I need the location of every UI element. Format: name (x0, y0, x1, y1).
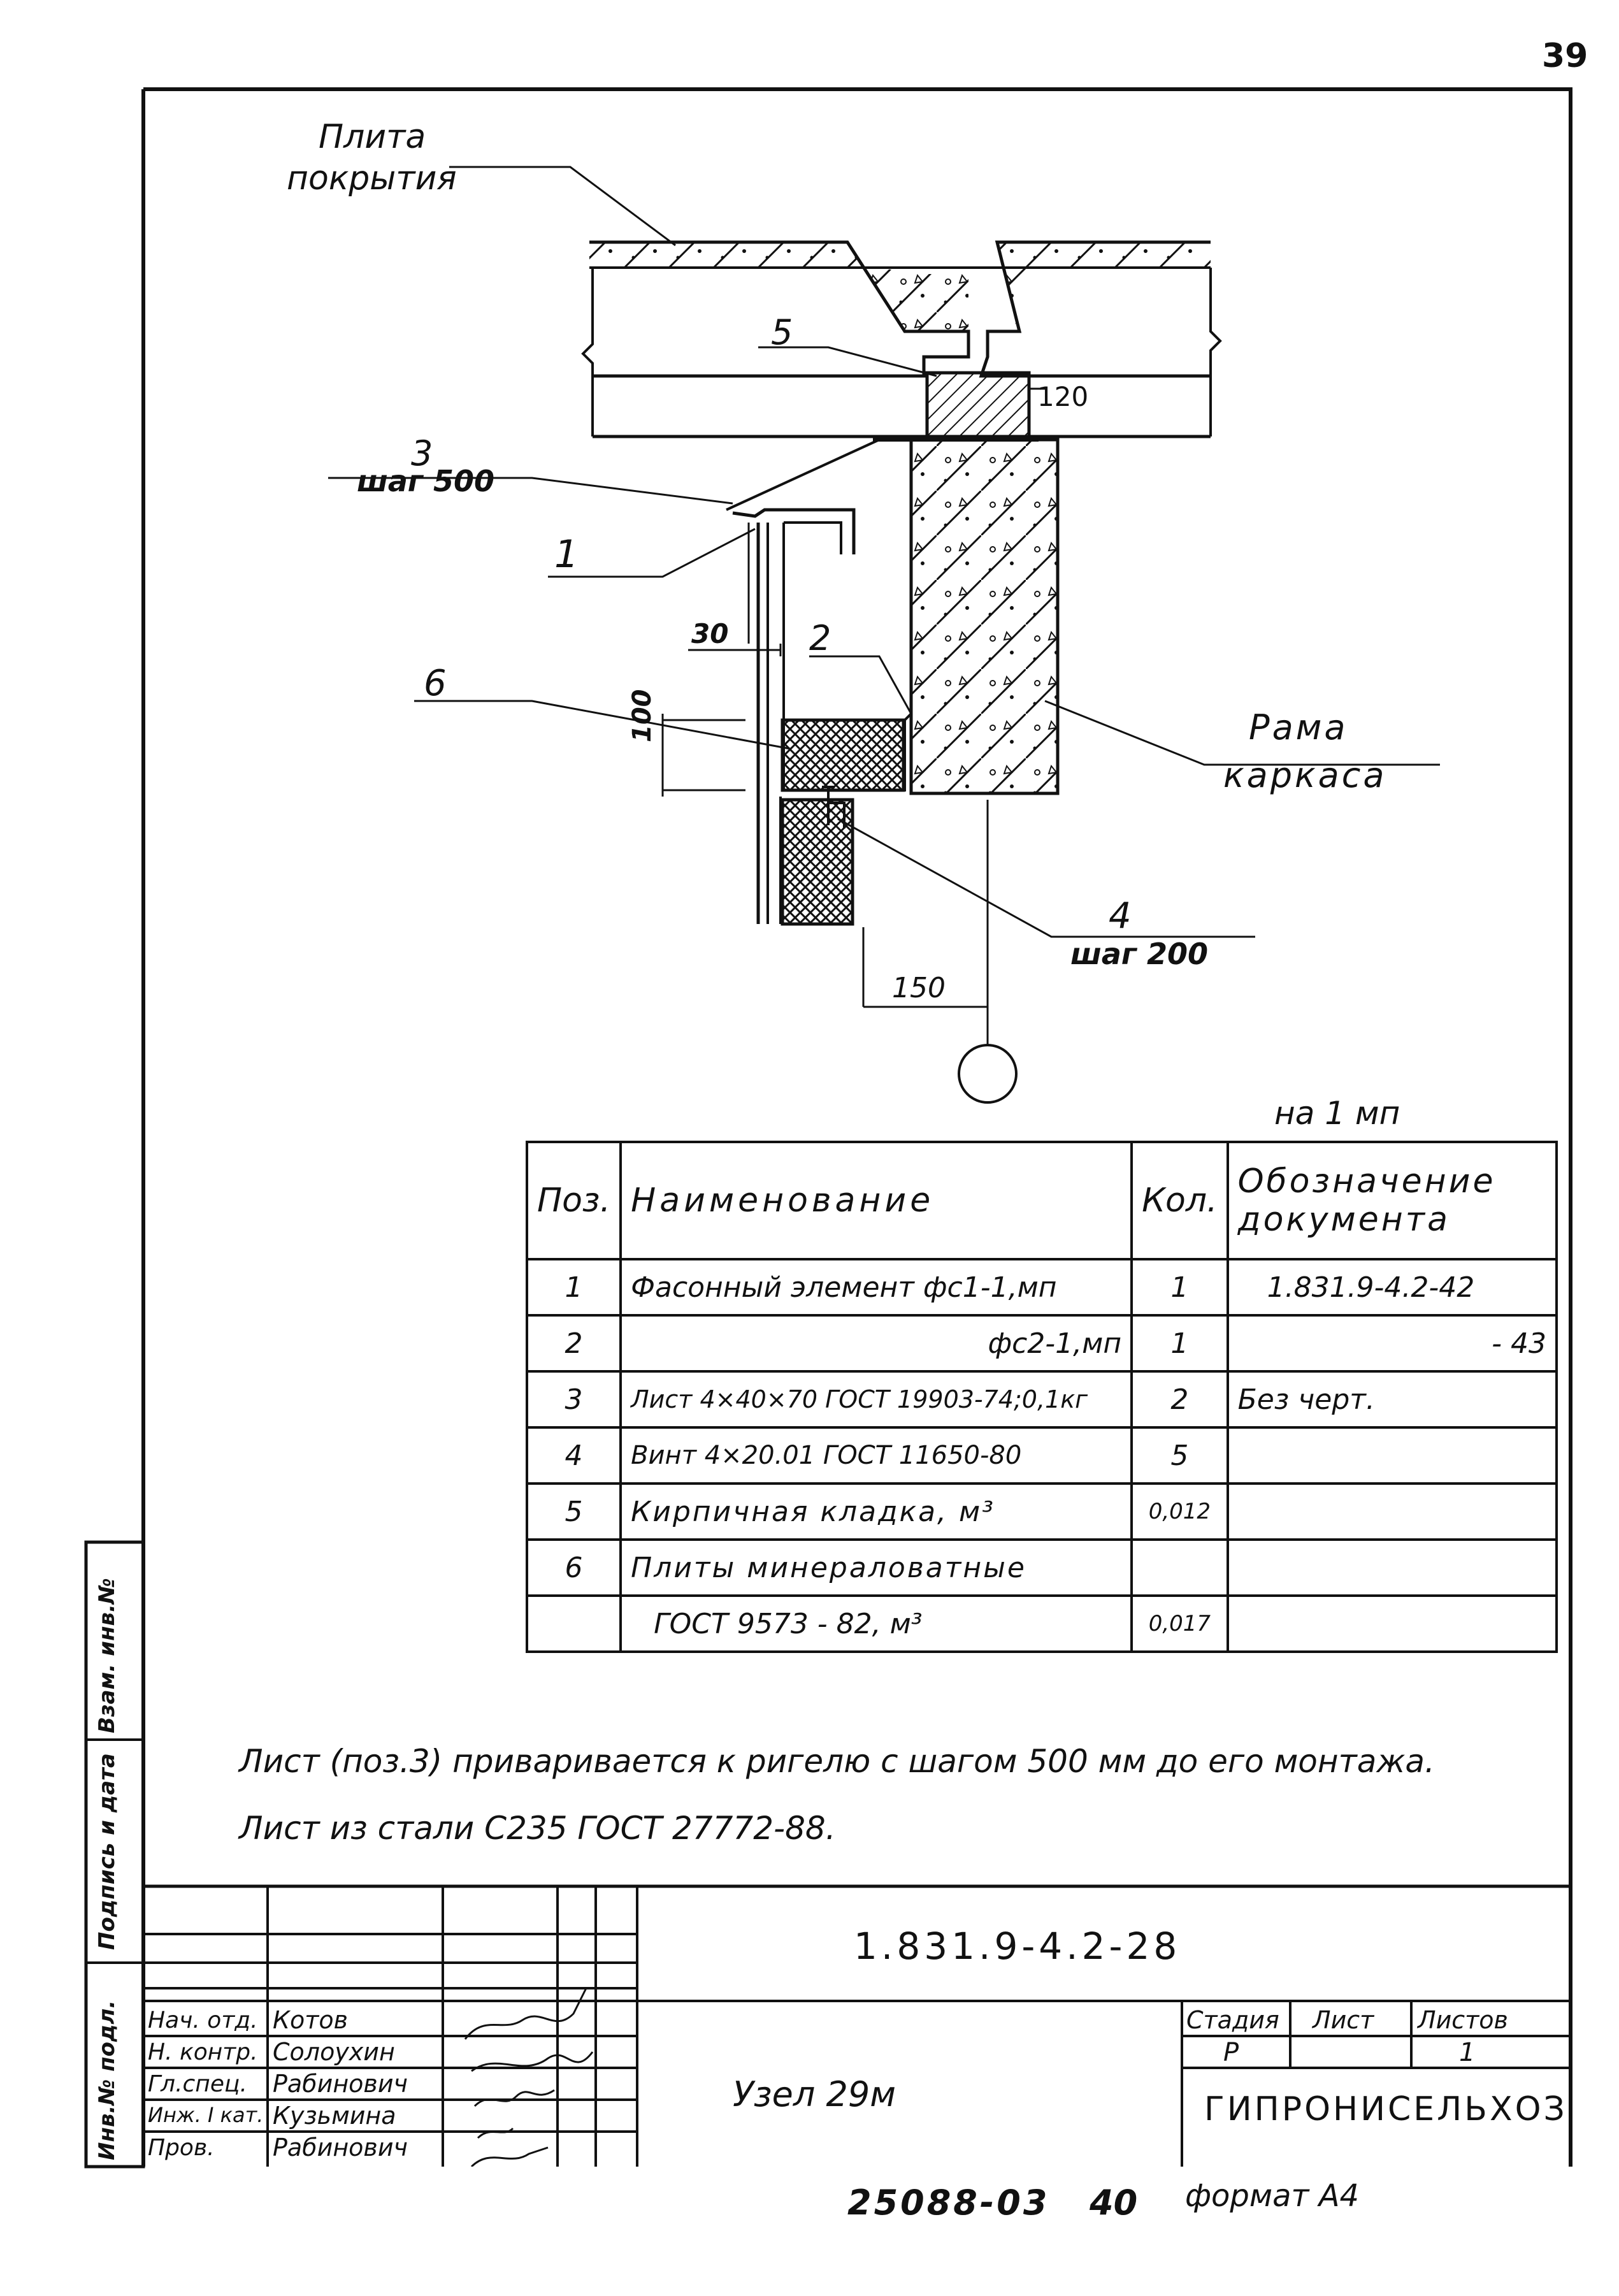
screw-4 (822, 786, 845, 828)
row-doc: Без черт. (1226, 1370, 1558, 1429)
row-name: Винт 4×20.01 ГОСТ 11650-80 (619, 1426, 1133, 1485)
unit-note: на 1 мп (1274, 1095, 1400, 1132)
table-row: 4 Винт 4×20.01 ГОСТ 11650-80 5 (525, 1426, 1558, 1485)
sheets-value: 1 (1459, 2038, 1476, 2067)
role-5: Пров. (148, 2135, 215, 2161)
label-frame-line2: каркаса (1223, 755, 1387, 795)
dim-120: 120 (1037, 381, 1089, 412)
row-name: Кирпичная кладка, м³ (619, 1482, 1133, 1541)
mineral-wool-upper (781, 718, 905, 792)
row-name: Лист 4×40×70 ГОСТ 19903-74;0,1кг (619, 1370, 1133, 1429)
frame-column (909, 438, 1060, 795)
table-row: 3 Лист 4×40×70 ГОСТ 19903-74;0,1кг 2 Без… (525, 1370, 1558, 1429)
axis-marker (958, 1044, 1018, 1104)
row-name: Плиты минераловатные (619, 1538, 1133, 1597)
row-qty: 0,012 (1130, 1482, 1229, 1541)
role-3: Гл.спец. (148, 2071, 247, 2097)
callout-5: 5 (771, 312, 793, 352)
role-3-name: Рабинович (273, 2070, 408, 2098)
row-doc (1226, 1594, 1558, 1653)
note-line-1: Лист (поз.3) приваривается к ригелю с ша… (239, 1743, 1435, 1780)
row-doc: - 43 (1226, 1314, 1558, 1373)
row-pos: 3 (525, 1370, 622, 1429)
label-frame-line1: Рама (1249, 707, 1348, 747)
callout-4: 4 (1109, 895, 1132, 937)
row-qty: 1 (1130, 1314, 1229, 1373)
sheet-label: Лист (1313, 2006, 1374, 2034)
role-5-name: Рабинович (273, 2134, 408, 2162)
role-1: Нач. отд. (148, 2007, 258, 2033)
row-pos: 4 (525, 1426, 622, 1485)
row-doc (1226, 1538, 1558, 1597)
stage-value: Р (1223, 2038, 1239, 2067)
row-qty: 1 (1130, 1258, 1229, 1317)
row-doc: 1.831.9-4.2-42 (1226, 1258, 1558, 1317)
role-1-name: Котов (273, 2006, 349, 2034)
row-pos: 6 (525, 1538, 622, 1597)
callout-6: 6 (424, 663, 447, 704)
role-4: Инж. I кат. (148, 2103, 264, 2127)
table-row: 6 Плиты минераловатные (525, 1538, 1558, 1597)
row-name: фс2-1,мп (619, 1314, 1133, 1373)
row-pos: 5 (525, 1482, 622, 1541)
dim-30: 30 (691, 618, 729, 649)
row-pos: 2 (525, 1314, 622, 1373)
header-pos: Поз. (525, 1141, 622, 1260)
label-plate-line1: Плита (319, 118, 426, 156)
brick-masonry (925, 371, 1031, 438)
dim-150: 150 (892, 972, 946, 1004)
role-2: Н. контр. (148, 2039, 258, 2065)
row-name: ГОСТ 9573 - 82, м³ (619, 1594, 1133, 1653)
header-name: Наименование (619, 1141, 1133, 1260)
node-title: Узел 29м (733, 2074, 896, 2114)
note-line-2: Лист из стали С235 ГОСТ 27772-88. (239, 1810, 836, 1847)
signatures (464, 1988, 594, 2167)
header-doc: Обозначение документа (1226, 1141, 1558, 1260)
header-doc-line1: Обозначение (1237, 1162, 1496, 1201)
row-qty: 0,017 (1130, 1594, 1229, 1653)
row-name: Фасонный элемент фс1-1,мп (619, 1258, 1133, 1317)
organization: ГИПРОНИСЕЛЬХОЗ (1204, 2090, 1567, 2128)
footer-page: 40 (1090, 2183, 1138, 2223)
row-pos: 1 (525, 1258, 622, 1317)
role-2-name: Солоухин (273, 2038, 395, 2066)
table-row: 2 фс2-1,мп 1 - 43 (525, 1314, 1558, 1373)
row-qty: 2 (1130, 1370, 1229, 1429)
row-doc (1226, 1482, 1558, 1541)
label-plate-line2: покрытия (287, 159, 457, 198)
spec-header-row: Поз. Наименование Кол. Обозначение докум… (525, 1141, 1558, 1260)
side-stamp-frame (84, 1540, 145, 2169)
page-number: 39 (1542, 37, 1588, 75)
row-doc (1226, 1426, 1558, 1485)
role-4-name: Кузьмина (273, 2102, 396, 2130)
header-qty: Кол. (1130, 1141, 1229, 1260)
callout-3: 3 (411, 433, 433, 473)
stage-label: Стадия (1186, 2006, 1279, 2034)
row-qty: 5 (1130, 1426, 1229, 1485)
callout-2: 2 (809, 618, 831, 658)
row-pos (525, 1594, 622, 1653)
callout-3-step: шаг 500 (357, 464, 494, 498)
callout-4-step: шаг 200 (1070, 937, 1208, 971)
specification-table: Поз. Наименование Кол. Обозначение докум… (525, 1141, 1558, 1653)
row-qty (1130, 1538, 1229, 1597)
table-row: 5 Кирпичная кладка, м³ 0,012 (525, 1482, 1558, 1541)
sheets-label: Листов (1418, 2006, 1508, 2034)
table-row: ГОСТ 9573 - 82, м³ 0,017 (525, 1594, 1558, 1653)
table-row: 1 Фасонный элемент фс1-1,мп 1 1.831.9-4.… (525, 1258, 1558, 1317)
footer-format: формат А4 (1185, 2178, 1360, 2214)
doc-code: 1.831.9-4.2-28 (854, 1924, 1181, 1968)
header-doc-line2: документа (1237, 1201, 1450, 1239)
sheet-frame (143, 87, 1572, 2167)
footer-number: 25088-03 (847, 2183, 1050, 2223)
shaped-element-1 (732, 508, 856, 924)
callout-1: 1 (554, 532, 579, 577)
